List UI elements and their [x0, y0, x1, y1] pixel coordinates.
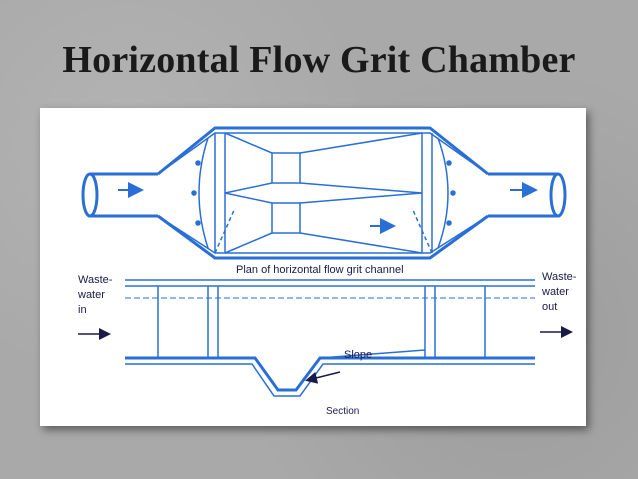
inlet-flow-curve: [198, 137, 209, 249]
section-label: Section: [326, 406, 359, 417]
plan-label: Plan of horizontal flow grit channel: [236, 264, 404, 276]
chamber-bottom-inner: [157, 215, 489, 254]
chamber-bottom-wall: [157, 214, 489, 260]
plan-flow-arrows: [118, 182, 538, 234]
slope-arrow: [305, 371, 341, 384]
grit-chamber-diagram: Plan of horizontal flow grit channel Slo…: [77, 126, 580, 417]
inlet-label: Waste- water in: [77, 274, 116, 316]
slide-title: Horizontal Flow Grit Chamber: [62, 39, 576, 81]
chamber-top-inner: [157, 132, 489, 175]
slope-label: Slope: [344, 349, 372, 361]
plan-view: [81, 126, 567, 260]
section-floor: [125, 356, 535, 392]
section-view: [125, 279, 535, 397]
outlet-flow-curve: [437, 137, 449, 249]
outlet-pipe-end: [549, 172, 567, 218]
chamber-top-wall: [157, 126, 489, 176]
outlet-label: Waste- water out: [541, 271, 580, 313]
plan-internals: [191, 132, 456, 254]
inlet-pipe-end: [81, 172, 99, 218]
diagram-frame: Plan of horizontal flow grit channel Slo…: [40, 108, 586, 426]
